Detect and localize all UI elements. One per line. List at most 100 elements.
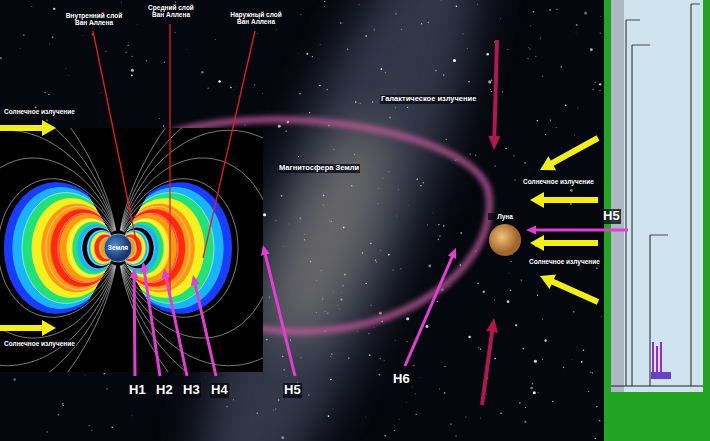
star xyxy=(288,223,290,225)
star xyxy=(394,107,396,109)
chart-line xyxy=(650,235,651,386)
star xyxy=(535,55,537,57)
star xyxy=(494,165,496,167)
star xyxy=(588,391,589,392)
star xyxy=(534,360,537,363)
radiation-label: Солнечное излучение xyxy=(528,258,601,265)
solar-arrow xyxy=(540,135,599,170)
star xyxy=(126,52,127,53)
star xyxy=(460,232,462,234)
field-lines xyxy=(0,128,263,372)
star xyxy=(283,246,285,248)
field-line xyxy=(0,179,114,318)
star xyxy=(326,89,327,90)
star xyxy=(233,89,235,91)
star xyxy=(300,14,302,16)
star xyxy=(507,294,509,296)
star xyxy=(372,101,373,102)
star xyxy=(428,265,431,268)
star xyxy=(599,420,600,421)
star xyxy=(286,375,288,377)
radiation-label: Солнечное излучение xyxy=(522,178,595,185)
star xyxy=(532,383,533,384)
star xyxy=(340,292,342,294)
leader-line xyxy=(203,31,255,258)
star xyxy=(528,47,530,49)
star xyxy=(262,92,264,94)
star xyxy=(175,1,177,3)
star xyxy=(382,177,383,178)
star xyxy=(100,92,102,94)
star xyxy=(421,23,422,24)
dose-arrow xyxy=(404,248,457,367)
star xyxy=(281,195,283,197)
star xyxy=(482,291,485,294)
star xyxy=(273,409,274,410)
star xyxy=(443,74,445,76)
field-line xyxy=(120,128,263,372)
solar-arrow xyxy=(530,192,598,208)
star xyxy=(281,436,284,439)
star xyxy=(375,261,377,263)
star xyxy=(311,125,313,127)
star xyxy=(244,125,245,126)
field-line xyxy=(22,193,114,304)
star xyxy=(420,185,421,186)
star xyxy=(494,358,495,359)
star xyxy=(31,6,32,7)
star xyxy=(426,325,429,328)
star xyxy=(330,356,331,357)
star xyxy=(478,347,480,349)
field-line xyxy=(0,128,115,372)
star xyxy=(324,6,325,7)
star xyxy=(112,427,114,429)
star xyxy=(89,425,90,426)
star xyxy=(218,80,221,83)
moon-disc xyxy=(489,224,521,256)
star xyxy=(500,18,502,20)
belt-band xyxy=(4,182,118,314)
star xyxy=(465,416,466,417)
star xyxy=(556,8,558,10)
star xyxy=(466,47,468,49)
star xyxy=(453,59,456,62)
star xyxy=(323,204,324,205)
star xyxy=(600,33,601,34)
region-label: Магнитосфера Земли xyxy=(278,164,360,173)
star xyxy=(396,215,398,217)
star xyxy=(304,234,305,235)
star xyxy=(437,301,438,302)
star xyxy=(132,415,133,416)
star xyxy=(590,48,593,51)
panel-chart-area xyxy=(611,0,703,392)
star xyxy=(300,357,302,359)
star xyxy=(84,375,86,377)
star xyxy=(415,393,417,395)
star xyxy=(521,279,522,280)
star xyxy=(329,219,331,221)
field-line xyxy=(121,128,263,372)
star xyxy=(592,88,594,90)
star xyxy=(439,235,440,236)
star xyxy=(256,412,257,413)
star xyxy=(419,377,421,379)
star xyxy=(278,399,279,400)
star xyxy=(254,84,256,86)
star xyxy=(570,203,572,205)
star xyxy=(104,373,105,374)
star xyxy=(53,8,55,10)
star xyxy=(356,330,358,332)
star xyxy=(282,356,283,357)
star xyxy=(438,239,440,241)
galactic-arrow xyxy=(488,40,500,150)
star xyxy=(590,372,592,374)
star xyxy=(511,261,512,262)
star xyxy=(355,101,357,103)
star xyxy=(477,283,478,284)
star xyxy=(333,149,334,150)
star xyxy=(549,9,550,10)
star xyxy=(480,417,482,419)
star xyxy=(571,358,573,360)
chart-line xyxy=(691,4,692,386)
star xyxy=(542,358,544,360)
